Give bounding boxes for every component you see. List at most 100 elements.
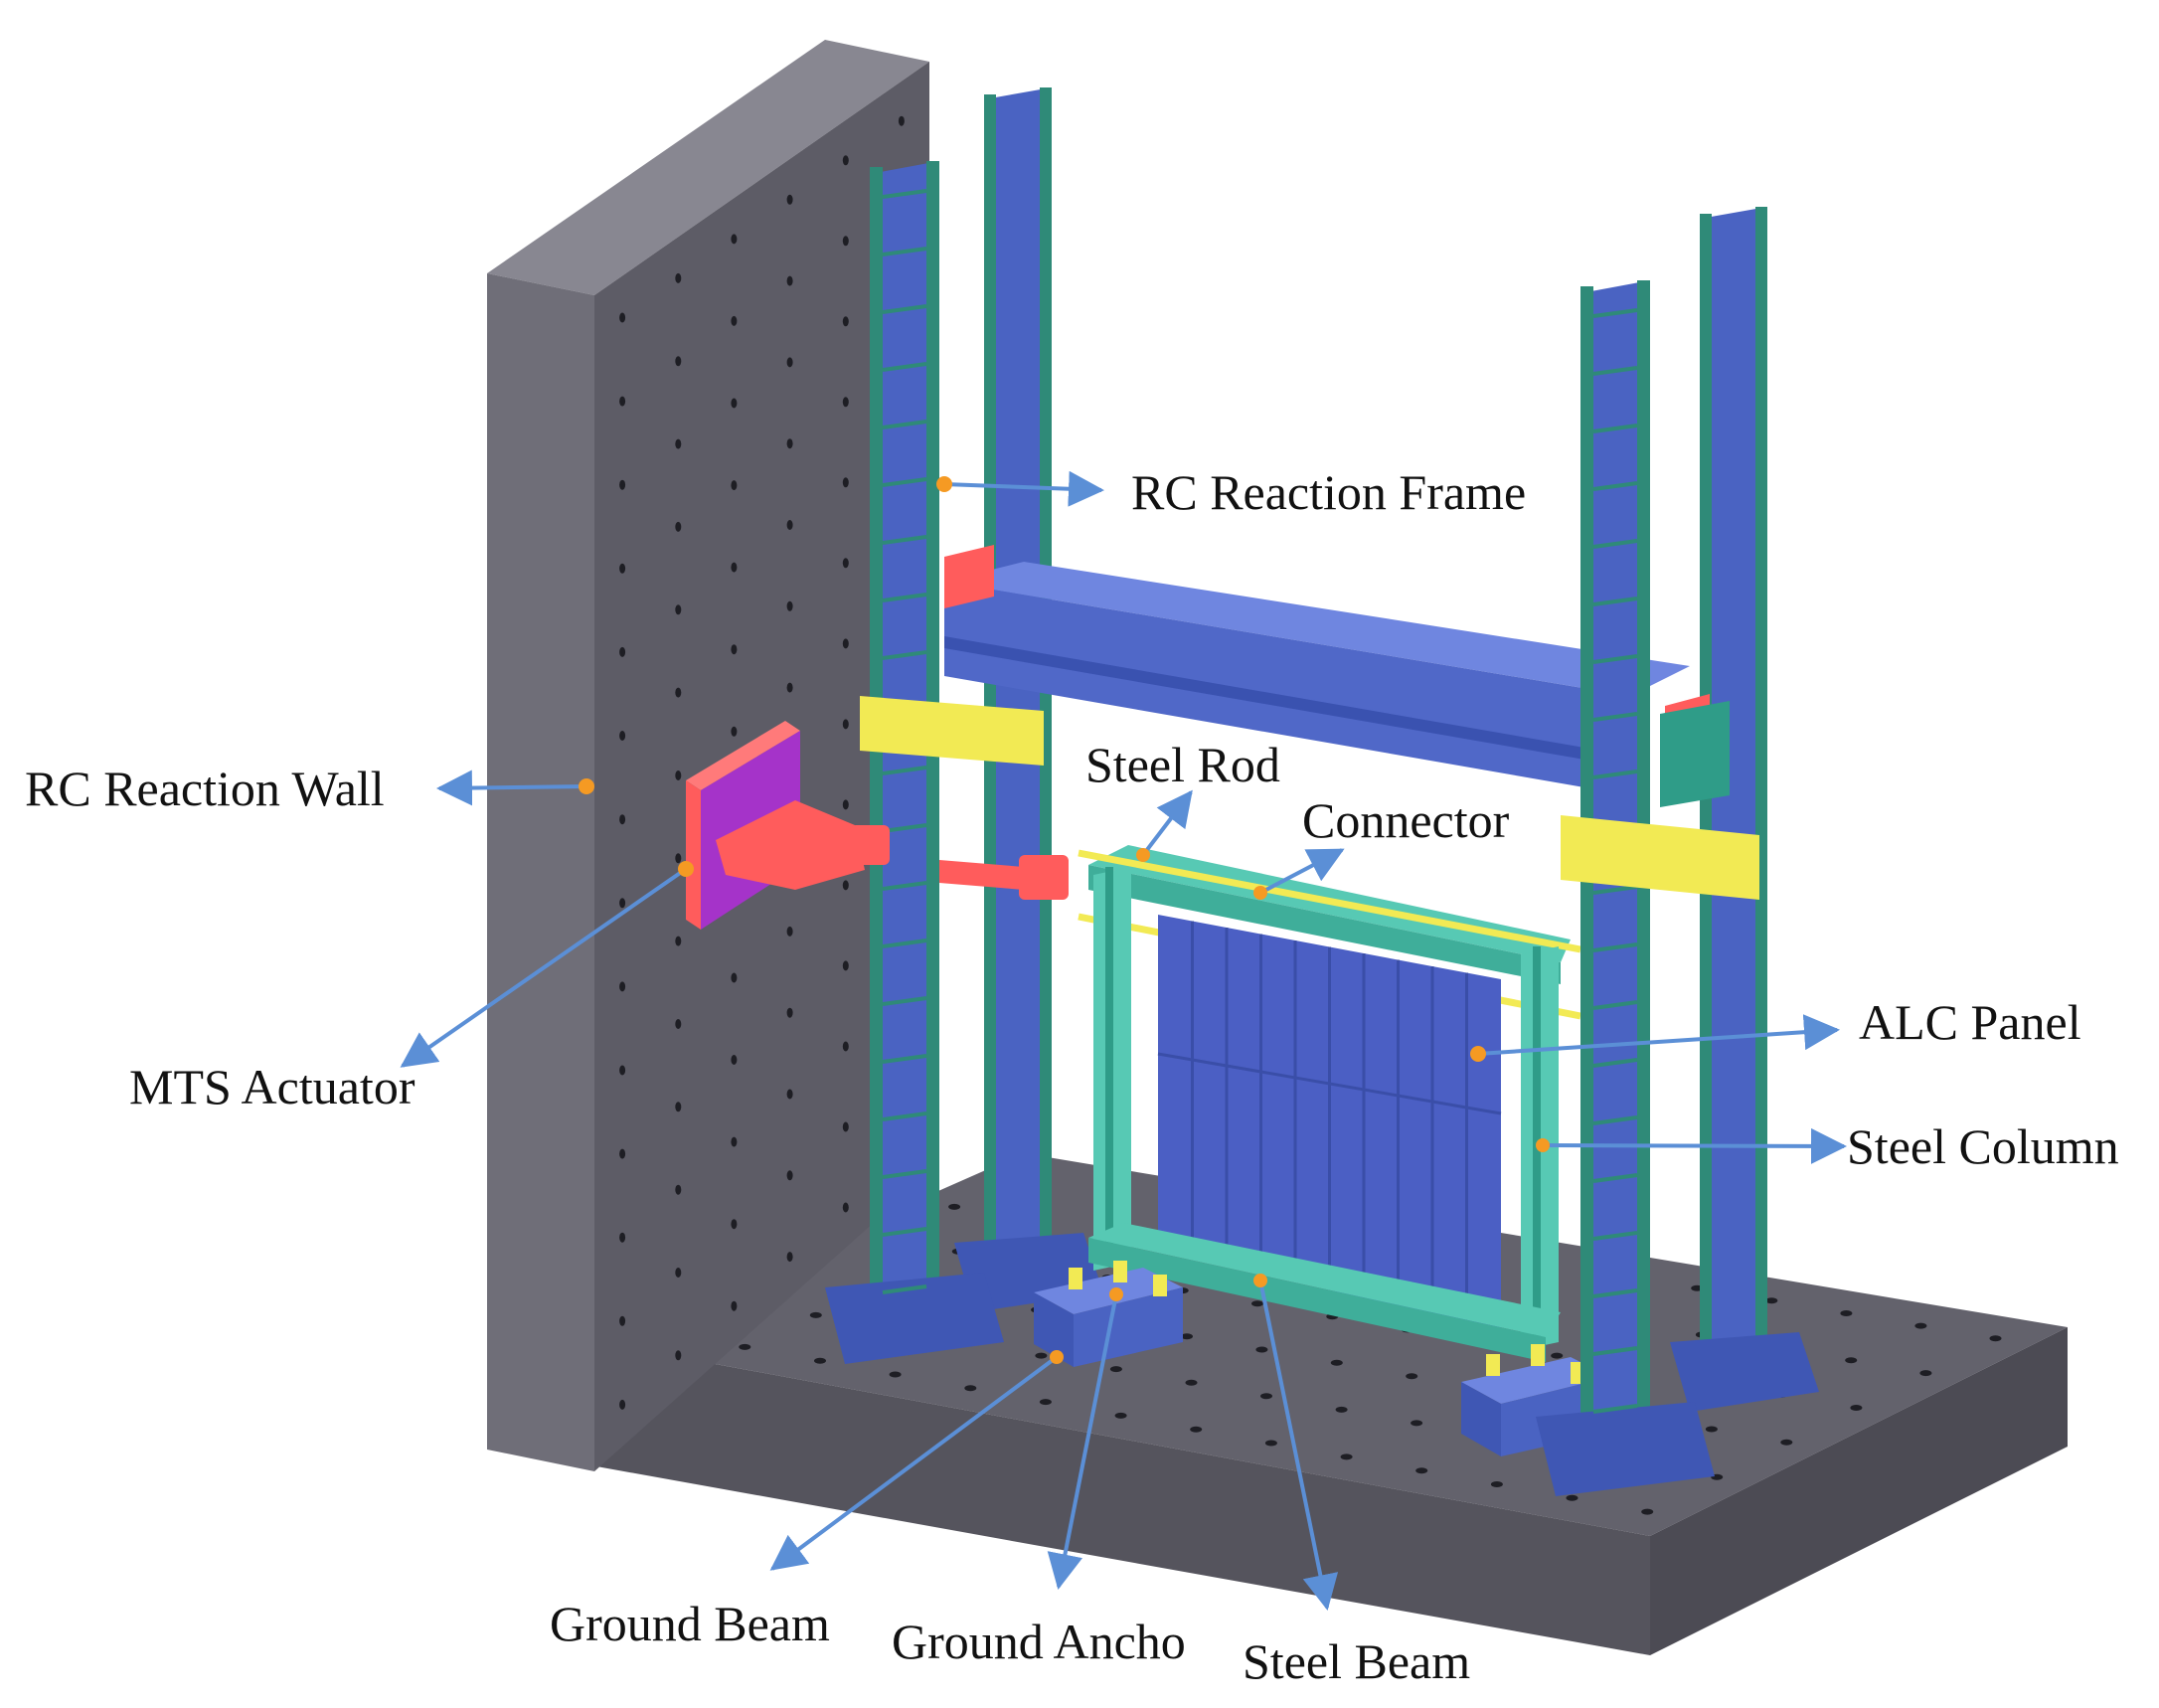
back-left-frame-column [954,87,1103,1312]
label-ground-beam: Ground Beam [550,1596,830,1651]
floor-anchor-hole [1181,1333,1193,1340]
steel-bottom-beam [1088,1223,1561,1337]
wall-anchor-hole [675,272,682,283]
alc-panel-seams [1191,921,1468,1328]
floor-anchor-hole [1251,1300,1263,1307]
wall-anchor-hole [731,315,738,326]
column-stiffener [1592,654,1638,664]
wall-anchor-hole [619,1399,626,1410]
floor-anchor-hole [1765,1297,1778,1304]
label-connector: Connector [1302,792,1510,848]
wall-anchor-hole [842,477,849,488]
floor-anchor-hole [1840,1310,1853,1316]
wall-top [487,40,929,295]
floor-anchor-hole [1415,1467,1428,1474]
wall-anchor-hole [731,1136,738,1147]
label-steel-column: Steel Column [1847,1118,2119,1174]
column-stiffener [1592,1404,1638,1414]
column-stiffener [1592,366,1638,376]
leader-mts-actuator [400,867,688,1068]
column-stiffener [1592,1000,1638,1010]
wall-anchor-hole [675,1102,682,1112]
back-right-frame-column [1670,207,1819,1412]
floor-anchor-hole [1190,1426,1203,1433]
column-stiffener [1592,1346,1638,1356]
dot-rc-reaction-wall [579,778,594,794]
wall-anchor-hole [842,397,849,408]
wall-anchor-hole [842,1041,849,1052]
floor-anchor-hole [1566,1494,1578,1501]
wall-anchor-hole [731,234,738,245]
label-steel-rod: Steel Rod [1085,737,1280,792]
dot-steel-column [1536,1138,1550,1152]
wall-anchor-hole [619,1232,626,1243]
leader-rc-reaction-wall [436,769,587,806]
wall-anchor-hole [619,646,626,657]
slab-front [596,1342,1650,1655]
wall-anchor-hole [731,480,738,491]
floor-anchor-hole [1255,1346,1268,1353]
floor-anchor-hole [814,1357,826,1364]
floor-anchor-hole [1406,1373,1418,1380]
floor-anchor-hole [1340,1453,1353,1460]
column-stiffener [882,593,927,602]
floor-anchor-hole [1035,1352,1048,1359]
floor-anchor-hole [739,1343,751,1350]
wall-anchor-hole [842,638,849,649]
wall-anchor-hole [675,936,682,946]
label-rc-reaction-frame: RC Reaction Frame [1131,464,1526,520]
floor-anchor-hole [1850,1405,1863,1411]
wall-anchor-hole [619,1065,626,1076]
dot-alc-panel [1470,1046,1486,1062]
wall-anchor-hole [786,682,793,693]
wall-anchor-hole [675,1268,682,1278]
wall-anchor-hole [619,1148,626,1159]
floor-anchor-hole [948,1203,961,1210]
labels: RC Reaction Frame RC Reaction Wall Steel… [25,464,2119,1689]
floor-anchor-hole [1705,1426,1718,1433]
floor-anchor-hole [1335,1406,1348,1413]
wall-anchor-hole [675,1019,682,1029]
column-stiffener [882,535,927,545]
dot-steel-rod [1136,848,1150,862]
column-stiffener [882,1169,927,1179]
column-stiffener [1592,712,1638,722]
dot-ground-anchor [1109,1287,1123,1301]
leader-steel-beam [1258,1280,1339,1611]
wall-anchor-hole [786,1170,793,1181]
column-stiffener [1592,885,1638,895]
wall-anchor-hole [786,1089,793,1100]
floor-anchor-hole [1641,1508,1654,1515]
wall-anchor-hole [675,853,682,864]
beam-clamps [860,545,1759,900]
wall-anchor-hole [675,770,682,780]
wall-anchor-hole [675,604,682,615]
floor-anchor-hole [1919,1370,1932,1377]
label-rc-reaction-wall: RC Reaction Wall [25,761,385,816]
floor-anchor-hole [1490,1481,1503,1487]
wall-anchor-hole [898,115,905,126]
label-steel-beam: Steel Beam [1243,1633,1470,1689]
floor-anchor-hole [809,1311,822,1318]
wall-anchor-hole [786,600,793,611]
column-stiffener [882,650,927,660]
label-alc-panel: ALC Panel [1859,994,2081,1050]
column-stiffener [1592,1288,1638,1298]
wall-anchor-hole [731,1300,738,1311]
wall-anchor-hole [675,356,682,367]
floor-anchor-hole [1114,1412,1127,1419]
column-stiffener [882,189,927,199]
floor-anchor-hole [964,1385,977,1392]
wall-anchor-hole [842,558,849,569]
wall-anchor-hole [786,1252,793,1263]
wall-anchor-hole [786,194,793,205]
leader-ground-beam [769,1355,1059,1571]
dot-connector [1253,886,1267,900]
leader-rc-reaction-frame [943,470,1104,507]
column-stiffener [1592,1173,1638,1183]
wall-anchor-hole [731,644,738,655]
wall-anchor-hole [842,719,849,730]
wall-anchor-hole [842,880,849,891]
leader-steel-column [1542,1127,1847,1164]
wall-anchor-hole [842,155,849,166]
